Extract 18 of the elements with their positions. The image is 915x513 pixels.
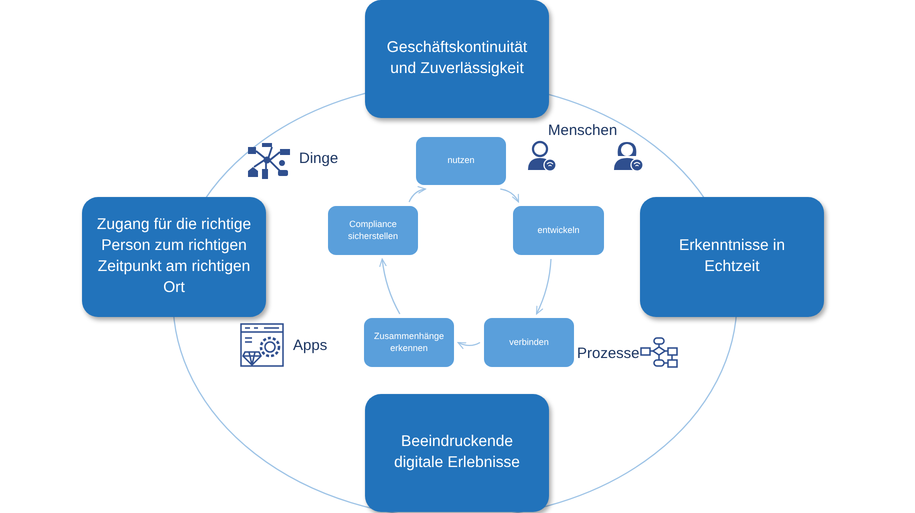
goal-box: Geschäftskontinuität und Zuverlässigkeit [365, 0, 549, 118]
arrow [458, 342, 480, 350]
category-label: Apps [293, 337, 328, 354]
step-box: Compliance sicherstellen [328, 206, 418, 255]
category-label: Prozesse [577, 345, 640, 362]
goal-box: Zugang für die richtige Person zum richtigen Zeitpunkt am richtigen Ort [82, 197, 266, 317]
step-box: Zusammenhänge erkennen [364, 318, 454, 367]
arrow [379, 258, 400, 314]
arrow [408, 186, 426, 202]
step-box: nutzen [416, 137, 506, 185]
category-label: Menschen [548, 122, 618, 139]
step-box: verbinden [484, 318, 574, 367]
goal-box: Beeindruckende digitale Erlebnisse [365, 394, 549, 512]
arrow [536, 258, 552, 314]
arrow [500, 188, 520, 202]
goal-box: Erkenntnisse in Echtzeit [640, 197, 824, 317]
category-label: Dinge [299, 150, 338, 167]
step-box: entwickeln [513, 206, 604, 255]
